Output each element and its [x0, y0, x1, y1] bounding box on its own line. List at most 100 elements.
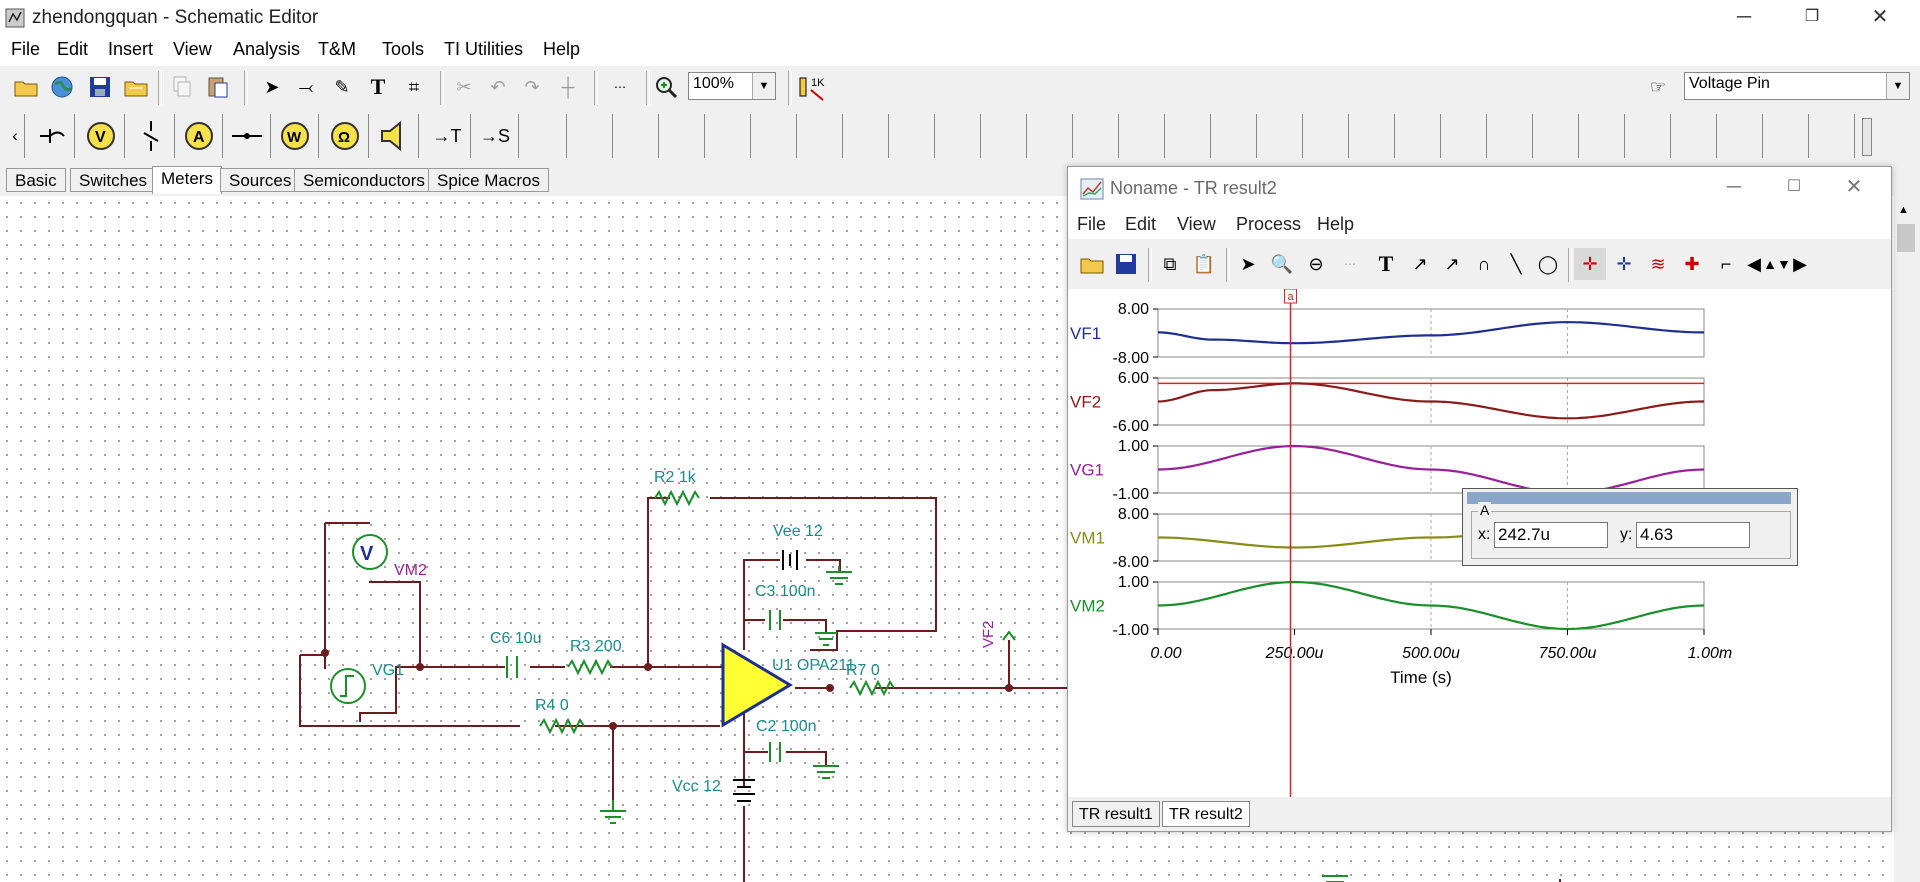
trigger-s-button[interactable]: →S [472, 114, 519, 158]
copy-icon[interactable]: ⧉ [1163, 253, 1177, 274]
paste-icon[interactable] [202, 71, 234, 103]
cursor-readout[interactable]: A x: 242.7u y: 4.63 [1462, 488, 1798, 566]
grid-icon[interactable]: ⋯ [1344, 257, 1356, 271]
line-tool-icon[interactable]: ╲ [1510, 253, 1522, 274]
y-tick-label: -6.00 [1113, 418, 1150, 435]
select-arrow-icon[interactable]: ➤ [264, 76, 280, 97]
globe-icon[interactable] [46, 71, 78, 103]
result-close-button[interactable]: ✕ [1845, 176, 1863, 198]
menu-view[interactable]: View [173, 39, 212, 59]
ammeter-icon[interactable]: A [176, 114, 223, 158]
text-tool-icon[interactable]: T [1378, 251, 1394, 276]
cursor-a-icon[interactable]: ✛ [1574, 248, 1606, 280]
tab-meters[interactable]: Meters [152, 166, 222, 194]
open-folder-icon[interactable] [10, 71, 42, 103]
arrow-tool-2-icon[interactable]: ↗ [1444, 253, 1460, 274]
y-tick-label: 6.00 [1118, 370, 1149, 387]
next-icon[interactable]: ▶ [1793, 253, 1807, 274]
main-toolbar: ➤ ⤙ ✎ T ⌗ ✂ ↶ ↷ ┼ ⋯ 100%▼ 1K ☞ Voltage P… [0, 66, 1920, 111]
menu-edit[interactable]: Edit [57, 39, 89, 59]
menu-tools[interactable]: Tools [382, 39, 425, 59]
wattmeter-icon[interactable]: W [272, 114, 319, 158]
tab-basic[interactable]: Basic [6, 168, 66, 192]
menu-ti-utilities[interactable]: TI Utilities [444, 39, 524, 59]
voltmeter-icon[interactable]: V [78, 114, 125, 158]
toolbar-scroll-handle[interactable] [1862, 118, 1872, 156]
cursor-b-icon[interactable]: ✛ [1616, 253, 1632, 274]
pin-type-select[interactable]: Voltage Pin▼ [1684, 72, 1910, 100]
menu-file[interactable]: File [11, 39, 41, 59]
speaker-icon[interactable] [372, 114, 419, 158]
result-menu-help[interactable]: Help [1317, 214, 1355, 234]
trigger-t-button[interactable]: →T [424, 114, 471, 158]
menu-insert[interactable]: Insert [108, 39, 154, 59]
switch-component-icon[interactable] [128, 114, 175, 158]
menu-analysis[interactable]: Analysis [233, 39, 301, 59]
voltage-pin-icon[interactable] [224, 114, 271, 158]
zoom-select[interactable]: 100%▼ [688, 72, 776, 100]
tab-tr-result1[interactable]: TR result1 [1072, 801, 1160, 827]
redo-icon[interactable]: ↷ [524, 76, 540, 97]
prev-icon[interactable]: ◀ [1747, 253, 1761, 274]
wire-tool-icon[interactable]: ⤙ [298, 76, 314, 97]
ohmmeter-icon[interactable]: Ω [322, 114, 369, 158]
tab-tr-result2[interactable]: TR result2 [1162, 801, 1250, 827]
result-menu-process[interactable]: Process [1236, 214, 1302, 234]
series-label: VF2 [1070, 393, 1101, 412]
vg1-label: VG1 [372, 662, 404, 679]
step-icon[interactable]: ⌐ [1720, 253, 1732, 274]
menu-help[interactable]: Help [543, 39, 581, 59]
tab-spice-macros[interactable]: Spice Macros [428, 168, 549, 192]
text-tool-icon[interactable]: T [370, 74, 386, 99]
tab-switches[interactable]: Switches [70, 168, 157, 192]
vcc-label: Vcc 12 [672, 778, 721, 795]
result-menu-view[interactable]: View [1177, 214, 1216, 234]
paste-icon[interactable]: 📋 [1192, 253, 1216, 274]
grid-icon[interactable]: ⋯ [614, 80, 626, 94]
updown-icon[interactable]: ▲▼ [1763, 256, 1791, 272]
scroll-thumb[interactable] [1897, 224, 1915, 252]
arrow-tool-icon[interactable]: ↗ [1412, 253, 1428, 274]
delete-icon[interactable]: ✂ [456, 76, 472, 97]
ground-component-icon[interactable] [28, 114, 75, 158]
select-arrow-icon[interactable]: ➤ [1240, 253, 1256, 274]
pencil-icon[interactable]: ✎ [334, 76, 350, 97]
scroll-left-icon[interactable]: ‹ [6, 114, 25, 158]
restore-button[interactable]: ❐ [1804, 8, 1820, 25]
canvas-scrollbar[interactable]: ▲ [1894, 196, 1920, 882]
cursor-y-field[interactable]: 4.63 [1636, 522, 1750, 548]
result-menu-file[interactable]: File [1077, 214, 1107, 234]
zoom-100-icon[interactable]: ⊖ [1308, 253, 1324, 274]
save-icon[interactable] [1110, 248, 1142, 280]
curve-tool-icon[interactable]: ∩ [1477, 253, 1491, 274]
open-project-icon[interactable] [120, 71, 152, 103]
add-curve-icon[interactable]: ≋ [1650, 253, 1666, 274]
pin-pointer-icon[interactable]: ☞ [1649, 76, 1667, 97]
minimize-button[interactable]: ─ [1736, 6, 1752, 28]
junction-icon[interactable]: ┼ [561, 76, 575, 97]
result-minimize-button[interactable]: ─ [1726, 176, 1742, 198]
open-folder-icon[interactable] [1076, 248, 1108, 280]
zoom-in-icon[interactable]: 🔍 [1270, 253, 1294, 274]
close-button[interactable]: ✕ [1871, 6, 1889, 28]
save-icon[interactable] [84, 71, 116, 103]
scroll-up-icon[interactable]: ▲ [1898, 204, 1909, 216]
cursor-marker [1284, 288, 1298, 304]
result-maximize-button[interactable]: ☐ [1786, 178, 1802, 195]
undo-icon[interactable]: ↶ [490, 76, 506, 97]
y-tick-label: 8.00 [1118, 506, 1149, 523]
measure-icon[interactable]: ⌗ [408, 76, 420, 97]
zoom-icon[interactable] [650, 71, 682, 103]
menu-tm[interactable]: T&M [318, 39, 356, 59]
result-menu-edit[interactable]: Edit [1125, 214, 1157, 234]
marker-icon[interactable]: 1K [796, 71, 830, 103]
cursor-x-field[interactable]: 242.7u [1494, 522, 1608, 548]
series-label: VM2 [1070, 597, 1105, 616]
eyedropper-icon[interactable]: ✚ [1684, 253, 1700, 274]
circle-tool-icon[interactable]: ◯ [1537, 253, 1559, 274]
cursor-readout-caption[interactable] [1467, 492, 1791, 504]
tab-sources[interactable]: Sources [220, 168, 301, 192]
copy-icon[interactable] [166, 71, 198, 103]
tab-semiconductors[interactable]: Semiconductors [294, 168, 434, 192]
